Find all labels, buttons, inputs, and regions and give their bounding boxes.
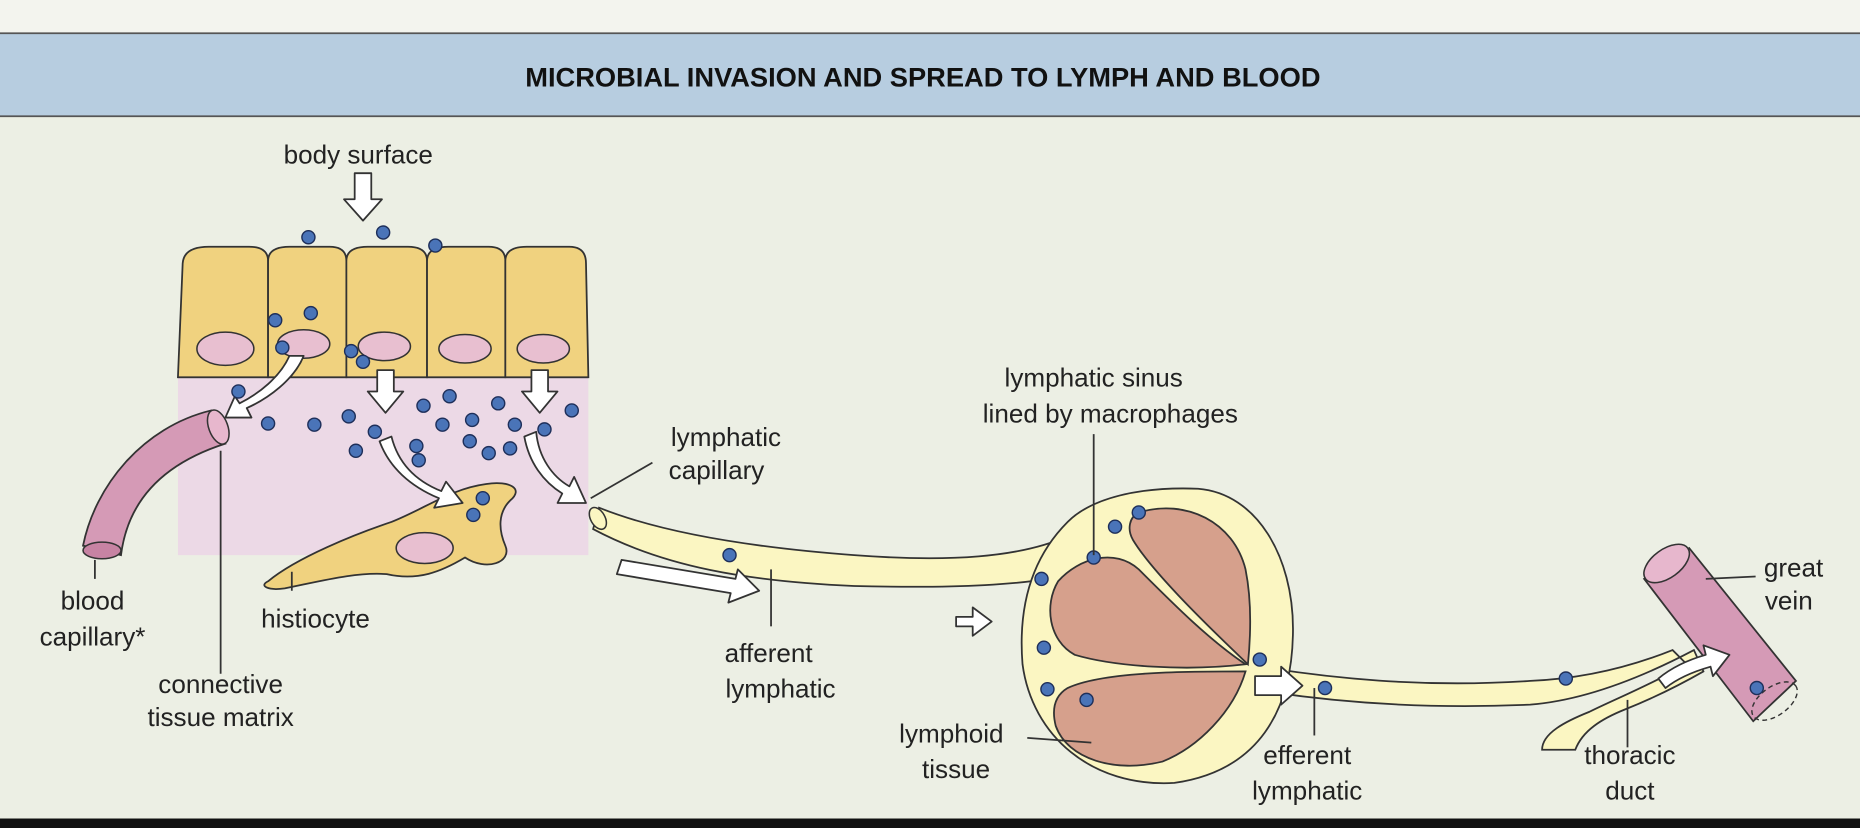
- blood-capillary: [81, 409, 230, 560]
- label-afferent-1: afferent: [725, 638, 814, 668]
- lymph-node: [1020, 487, 1294, 785]
- epithelial-layer: [177, 245, 590, 379]
- label-efferent-2: lymphatic: [1252, 776, 1362, 806]
- great-vein: [1642, 543, 1799, 723]
- label-lymphoid-1: lymphoid: [899, 719, 1003, 749]
- label-blood-capillary-1: blood: [61, 586, 125, 616]
- label-great-vein-1: great: [1764, 553, 1824, 583]
- header-band: MICROBIAL INVASION AND SPREAD TO LYMPH A…: [0, 0, 1860, 118]
- label-lymphoid-2: tissue: [922, 754, 990, 784]
- label-thoracic-1: thoracic: [1584, 740, 1675, 770]
- diagram-title: MICROBIAL INVASION AND SPREAD TO LYMPH A…: [525, 62, 1320, 93]
- histiocyte-cell: [263, 482, 517, 590]
- label-connective-2: tissue matrix: [147, 702, 293, 732]
- label-blood-capillary-2: capillary*: [40, 621, 146, 651]
- label-lymphatic-capillary-2: capillary: [669, 455, 765, 485]
- label-afferent-2: lymphatic: [725, 674, 835, 704]
- label-thoracic-2: duct: [1605, 776, 1655, 806]
- bottom-border: [0, 818, 1860, 828]
- leader-lines: [94, 434, 1756, 748]
- flow-arrows: [224, 172, 1731, 706]
- label-efferent-1: efferent: [1263, 740, 1352, 770]
- label-body-surface: body surface: [284, 140, 433, 170]
- label-lymphatic-capillary-1: lymphatic: [671, 422, 781, 452]
- label-great-vein-2: vein: [1765, 586, 1813, 616]
- label-connective-1: connective: [158, 669, 283, 699]
- label-sinus-2: lined by macrophages: [983, 398, 1238, 428]
- labels: body surface blood capillary* histiocyte…: [40, 140, 1824, 806]
- label-histiocyte: histiocyte: [261, 604, 370, 634]
- label-sinus-1: lymphatic sinus: [1005, 363, 1183, 393]
